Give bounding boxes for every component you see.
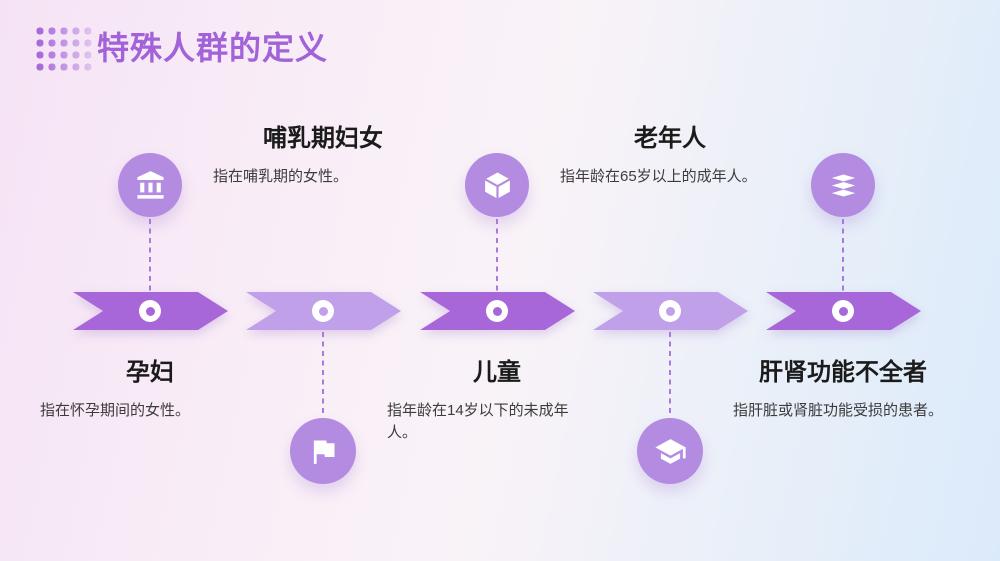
item-description: 指年龄在65岁以上的成年人。	[560, 168, 757, 186]
dot-grid-decoration	[34, 25, 94, 73]
flag-icon	[313, 440, 334, 464]
icon-circle	[811, 153, 875, 217]
timeline-node	[659, 300, 681, 322]
item-heading: 肝肾功能不全者	[759, 359, 927, 386]
connector-dashed-line	[668, 332, 672, 417]
slide-title: 特殊人群的定义	[97, 30, 329, 66]
item-heading: 儿童	[473, 359, 521, 386]
item-heading: 老年人	[634, 125, 706, 152]
item-description: 指在怀孕期间的女性。	[40, 402, 191, 420]
timeline-node	[139, 300, 161, 322]
timeline-node	[832, 300, 854, 322]
item-text-block: 儿童 指年龄在14岁以下的未成年人。	[387, 359, 607, 444]
item-description: 指年龄在14岁以下的未成年人。	[387, 402, 569, 442]
icon-circle	[637, 418, 703, 484]
connector-dashed-line	[148, 219, 152, 291]
timeline-node	[486, 300, 508, 322]
item-text-block: 肝肾功能不全者 指肝脏或肾脏功能受损的患者。	[733, 359, 953, 422]
icon-circle	[118, 153, 182, 217]
item-text-block: 哺乳期妇女 指在哺乳期的女性。	[213, 125, 433, 188]
item-heading: 哺乳期妇女	[263, 125, 383, 152]
item-text-block: 孕妇 指在怀孕期间的女性。	[40, 359, 260, 422]
timeline-node	[312, 300, 334, 322]
icon-circle	[465, 153, 529, 217]
connector-dashed-line	[841, 219, 845, 291]
item-description: 指肝脏或肾脏功能受损的患者。	[733, 402, 944, 420]
bank-icon	[136, 170, 164, 199]
connector-dashed-line	[495, 219, 499, 291]
connector-dashed-line	[321, 332, 325, 417]
item-text-block: 老年人 指年龄在65岁以上的成年人。	[560, 125, 780, 188]
item-heading: 孕妇	[126, 359, 174, 386]
layers-icon	[831, 174, 855, 196]
graduation-cap-icon	[654, 438, 686, 464]
item-description: 指在哺乳期的女性。	[213, 168, 349, 186]
icon-circle	[290, 418, 356, 484]
cube-icon	[484, 171, 510, 199]
